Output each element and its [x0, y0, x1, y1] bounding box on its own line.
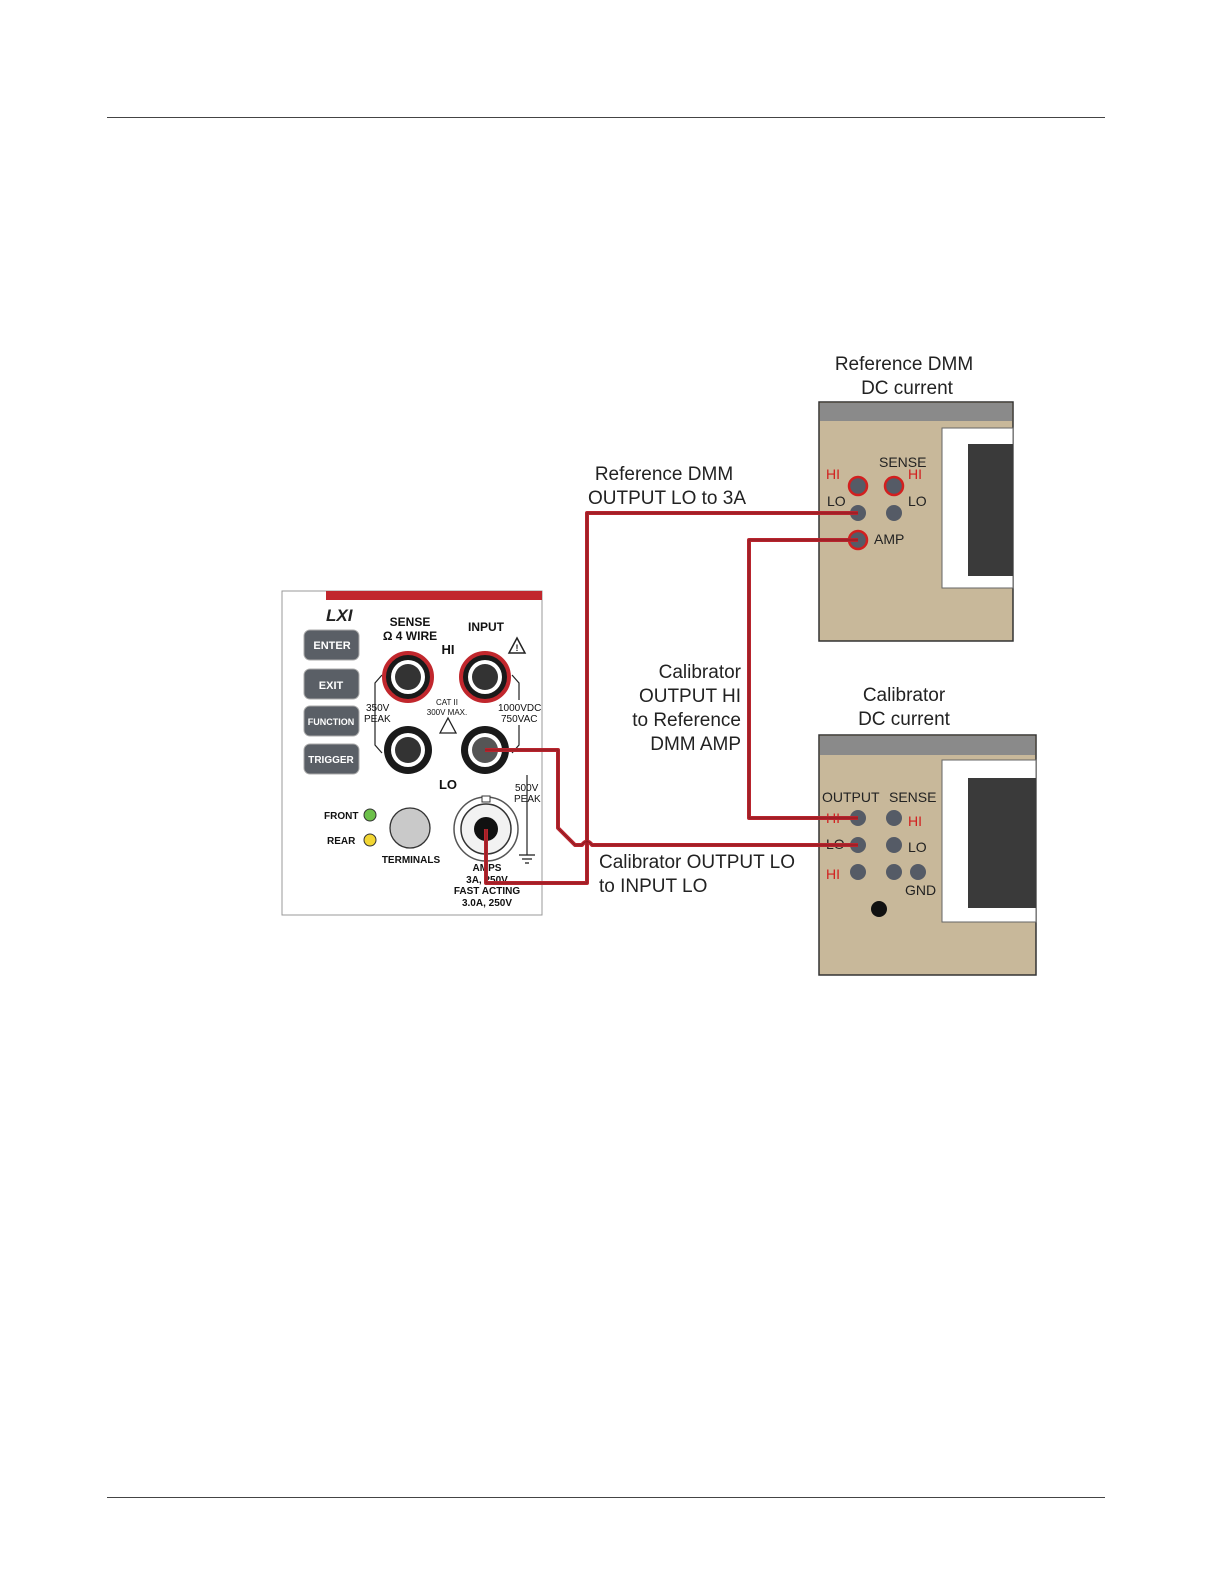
ref-dmm-lo-right-label: LO: [908, 493, 927, 509]
ref-dmm-top-bar: [820, 403, 1012, 421]
sense-label: SENSE: [390, 615, 431, 629]
cat-warning-icon: [438, 716, 458, 734]
ref-dmm-hi-terminal: [847, 475, 869, 497]
vdc-label: 1000VDC: [498, 703, 541, 714]
wire-cal-hi-outline: [748, 539, 858, 819]
trigger-button[interactable]: TRIGGER: [303, 743, 360, 775]
enter-button-label: ENTER: [313, 640, 350, 652]
rear-label: REAR: [327, 836, 356, 847]
wire-ref-lo-caption-2: OUTPUT LO to 3A: [588, 488, 746, 509]
wire-highlights: [485, 512, 858, 884]
ref-dmm-sense-label: SENSE: [879, 454, 926, 470]
calibrator-gnd-terminal-2: [910, 864, 926, 880]
ref-dmm-lo-left-label: LO: [827, 493, 846, 509]
wire-ref-lo-caption-1: Reference DMM: [595, 464, 733, 485]
warning-mark-icon: !: [516, 643, 519, 653]
calibrator-title-line1: Calibrator: [863, 685, 946, 706]
ref-dmm-amp-label: AMP: [874, 531, 904, 547]
enter-button[interactable]: ENTER: [303, 629, 360, 661]
dmm-front-panel: LXI ENTER EXIT FUNCTION TRIGGER SENSE Ω …: [281, 590, 543, 916]
wire-cal-hi-caption-3: to Reference: [632, 710, 741, 731]
calibrator: Calibrator DC current OUTPUT SENSE HI LO…: [818, 685, 1037, 976]
function-button-label: FUNCTION: [308, 717, 355, 727]
front-led-icon: [363, 808, 377, 822]
front-panel-red-stripe: [326, 591, 542, 600]
calibrator-hi-terminal: [850, 864, 866, 880]
peak-label-1: PEAK: [364, 714, 391, 725]
calibrator-gnd-terminal-1: [886, 864, 902, 880]
calibrator-sense-lo-label: LO: [908, 839, 927, 855]
lxi-logo: LXI: [326, 606, 354, 625]
wire-ref-lo-outline: [485, 512, 858, 884]
wire-cal-lo-outline: [485, 749, 858, 846]
rear-led-icon: [363, 833, 377, 847]
hi-label: HI: [442, 642, 455, 657]
wire-cal-lo-caption-2: to INPUT LO: [599, 876, 707, 897]
warning-triangle-icon: [507, 636, 527, 654]
ground-symbol-icon: [519, 854, 535, 864]
front-label: FRONT: [324, 811, 358, 822]
wire-cal-hi-caption-4: DMM AMP: [650, 734, 741, 755]
input-hi-terminal: [459, 651, 511, 703]
function-button[interactable]: FUNCTION: [303, 705, 360, 737]
ref-dmm-title-line2: DC current: [861, 378, 954, 399]
terminals-switch[interactable]: [389, 807, 431, 849]
v350-label: 350V: [366, 703, 390, 714]
exit-button[interactable]: EXIT: [303, 668, 360, 700]
vac-label: 750VAC: [501, 714, 538, 725]
footer-rule: [107, 1497, 1105, 1498]
trigger-button-label: TRIGGER: [308, 755, 354, 766]
cat-label: CAT II: [436, 698, 458, 707]
sense-bracket: [374, 674, 383, 754]
lo-label: LO: [439, 777, 457, 792]
calibrator-output-label: OUTPUT: [822, 789, 880, 805]
exit-button-label: EXIT: [319, 680, 344, 692]
sense-4wire-label: Ω 4 WIRE: [383, 629, 437, 643]
terminals-label: TERMINALS: [382, 855, 441, 866]
amps-label-4: 3.0A, 250V: [462, 898, 512, 909]
wire-cal-hi-caption-2: OUTPUT HI: [639, 686, 741, 707]
wire-cal-hi-caption-1: Calibrator: [659, 662, 742, 683]
ref-dmm-sense-lo-terminal: [886, 505, 902, 521]
calibrator-sense-label: SENSE: [889, 789, 936, 805]
calibrator-display: [968, 778, 1036, 908]
calibrator-top-bar: [820, 736, 1035, 755]
calibrator-sense-lo-terminal: [886, 837, 902, 853]
calibrator-hi-label: HI: [826, 866, 840, 882]
calibrator-ground-jack: [871, 901, 887, 917]
sense-hi-terminal: [382, 651, 434, 703]
amps-label-3: FAST ACTING: [454, 886, 521, 897]
sense-lo-terminal: [384, 726, 432, 774]
calibrator-sense-hi-terminal: [886, 810, 902, 826]
input-label: INPUT: [468, 620, 505, 634]
calibrator-sense-hi-label: HI: [908, 813, 922, 829]
ref-dmm-title-line1: Reference DMM: [835, 354, 973, 375]
reference-dmm: Reference DMM DC current HI SENSE HI LO …: [818, 354, 1014, 642]
ref-dmm-hi-left-label: HI: [826, 466, 840, 482]
calibrator-gnd-label: GND: [905, 882, 936, 898]
calibrator-title-line2: DC current: [858, 709, 951, 730]
header-rule: [107, 117, 1105, 118]
ref-dmm-hi-right-label: HI: [908, 466, 922, 482]
wire-cal-lo-caption-1: Calibrator OUTPUT LO: [599, 852, 795, 873]
input-bracket-top: [511, 674, 520, 700]
ref-dmm-sense-hi-terminal: [883, 475, 905, 497]
ref-dmm-display: [968, 444, 1013, 576]
max300-label: 300V MAX.: [427, 708, 467, 717]
